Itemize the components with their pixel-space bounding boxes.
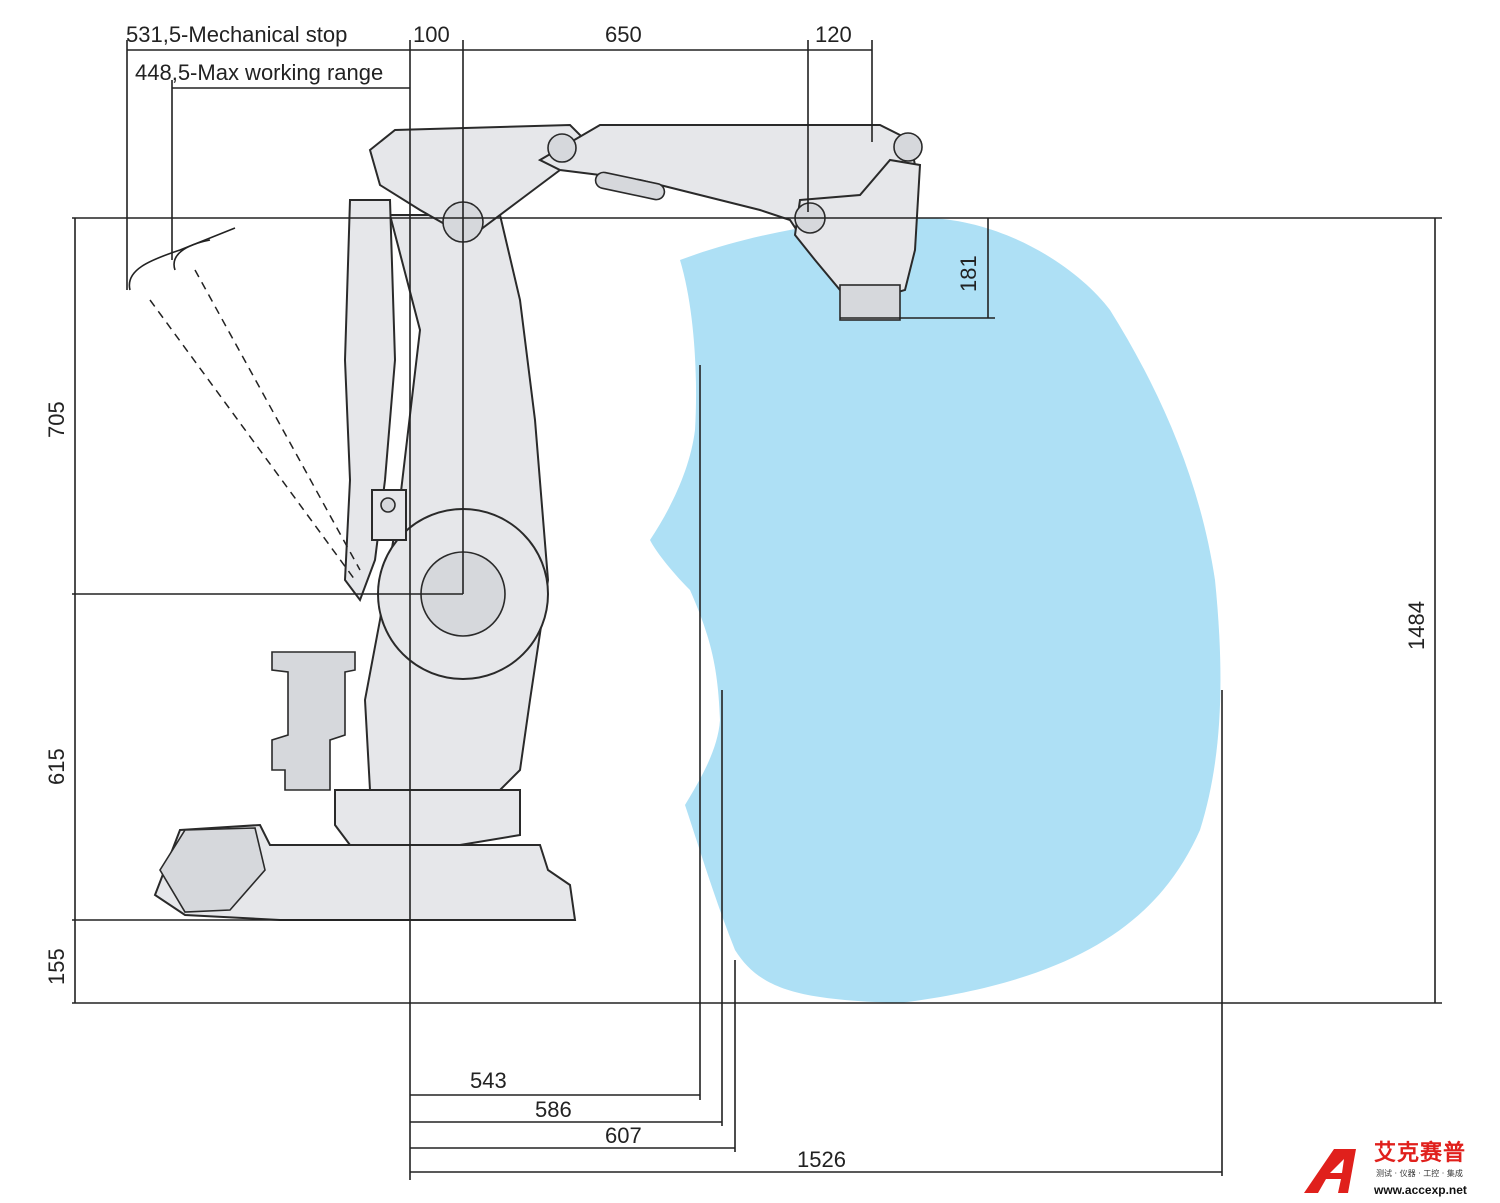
dimension-lines	[74, 49, 1436, 1173]
tool-outline	[173, 239, 211, 271]
label-max-working-range: 448,5-Max working range	[135, 60, 383, 85]
label-1526: 1526	[797, 1147, 846, 1172]
label-155: 155	[44, 948, 69, 985]
label-181: 181	[956, 255, 981, 292]
label-650: 650	[605, 22, 642, 47]
logo-url: www.accexp.net	[1374, 1183, 1467, 1197]
label-705: 705	[44, 401, 69, 438]
logo-tagline: 测试 · 仪器 · 工控 · 集成	[1376, 1169, 1463, 1178]
label-100: 100	[413, 22, 450, 47]
label-120: 120	[815, 22, 852, 47]
label-615: 615	[44, 748, 69, 785]
label-mechanical-stop: 531,5-Mechanical stop	[126, 22, 347, 47]
logo-name: 艾克赛普	[1374, 1141, 1467, 1166]
label-1484: 1484	[1404, 601, 1429, 650]
label-543: 543	[470, 1068, 507, 1093]
working-area	[650, 217, 1221, 1004]
label-586: 586	[535, 1097, 572, 1122]
accexp-logo: 艾克赛普 测试 · 仪器 · 工控 · 集成 www.accexp.net	[1294, 1141, 1494, 1201]
extension-lines	[72, 40, 1442, 1180]
tool-outline	[128, 227, 236, 291]
swing-line	[194, 269, 361, 571]
swing-line	[149, 299, 356, 581]
accexp-logo-mark	[1304, 1149, 1356, 1193]
label-607: 607	[605, 1123, 642, 1148]
